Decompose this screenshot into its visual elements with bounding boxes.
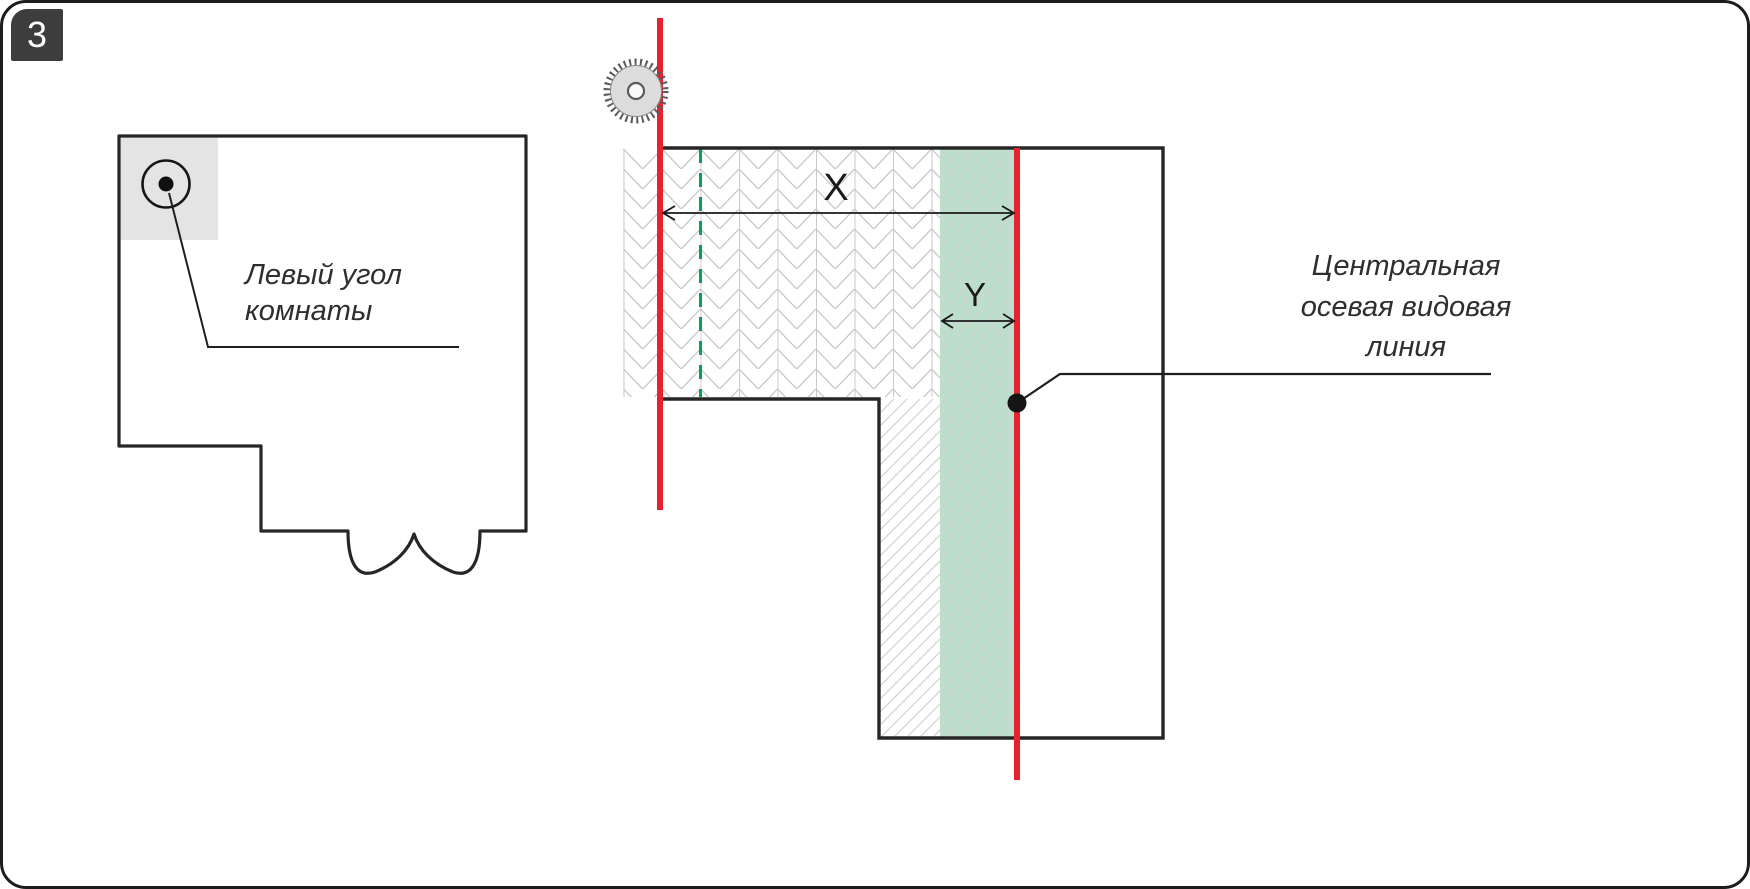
corner-marker-dot	[158, 176, 174, 192]
herringbone-parquet-area	[623, 149, 940, 397]
center-line-label-line1: Центральная	[1312, 250, 1501, 282]
dimension-x-arrow-right	[1001, 205, 1016, 221]
dimension-x-arrow-left	[661, 205, 676, 221]
left-label-leader-line	[168, 192, 459, 348]
saw-blade-teeth	[603, 58, 669, 124]
center-line-leader	[1016, 372, 1491, 404]
lower-column-hatch	[880, 399, 940, 737]
center-line-anchor-dot	[1007, 393, 1027, 413]
corner-marker-ring	[141, 159, 191, 209]
left-corner-label-line2: комнаты	[245, 295, 372, 327]
center-line-label-line3: линия	[1364, 331, 1446, 363]
dimension-y-label: Y	[964, 276, 986, 313]
saw-blade-icon	[603, 58, 669, 124]
left-room-outline	[117, 134, 528, 575]
dimension-y-arrow-right	[1002, 313, 1016, 329]
dimension-y-arrow-left	[940, 313, 954, 329]
left-corner-label-line1: Левый угол	[243, 259, 402, 291]
dimension-x-label: X	[823, 167, 848, 209]
green-strip-hatch	[940, 149, 1017, 737]
center-line-label-line2: осевая видовая	[1301, 291, 1511, 323]
step-number-badge: 3	[11, 9, 63, 61]
saw-blade-hub	[626, 81, 646, 101]
diagram-svg: Левый угол комнаты X Y Центральная	[117, 18, 1511, 780]
